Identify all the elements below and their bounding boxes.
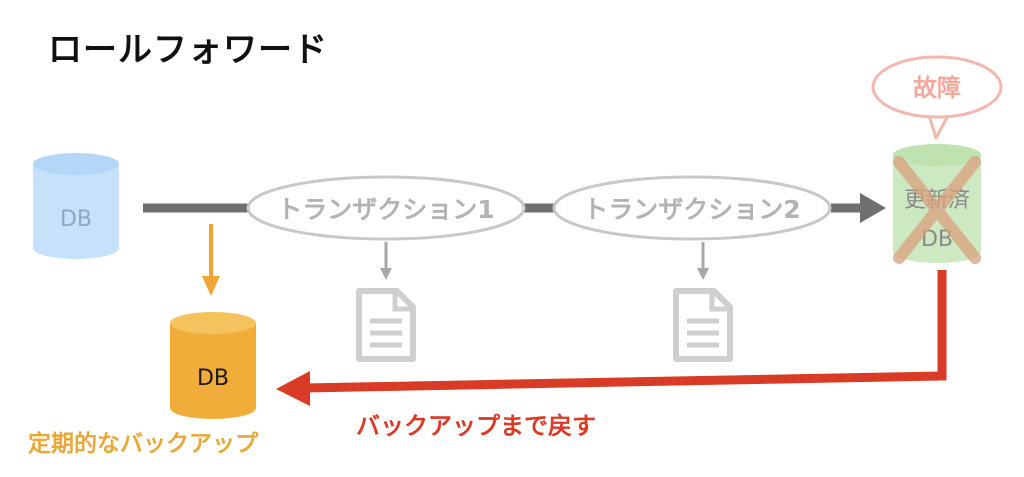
flow-arrowhead [860,193,886,223]
source-db-body [33,164,119,259]
backup-db-cylinder: DB [170,312,256,419]
backup-db-label: DB [197,366,229,391]
transaction-1-ellipse [246,175,526,241]
caption-restore-to-backup: バックアップまで戻す [356,412,596,440]
log-arrow-2 [697,242,709,280]
restore-arrow [276,270,947,406]
failure-bubble: 故障 [871,55,1003,140]
log-arrow-1 [380,242,392,280]
transaction-1-label: トランザクション1 [277,195,494,224]
page-title: ロールフォワード [48,30,328,70]
backup-db-top [170,312,256,334]
log-document-icon-1 [356,288,416,362]
source-db-top [33,153,119,175]
failure-bubble-label: 故障 [913,74,961,102]
source-db-label: DB [60,207,92,232]
failure-cross-icon [893,156,981,264]
caption-periodic-backup: 定期的なバックアップ [28,431,258,457]
transaction-2-ellipse [552,175,832,241]
log-document-icon-2 [673,288,733,362]
backup-db-body [170,323,256,419]
transaction-2: トランザクション2 [552,175,832,241]
updated-db-top [893,144,981,166]
backup-arrow [202,224,220,296]
source-db-cylinder: DB [33,153,119,259]
transaction-2-label: トランザクション2 [583,195,800,224]
transaction-1: トランザクション1 [246,175,526,241]
